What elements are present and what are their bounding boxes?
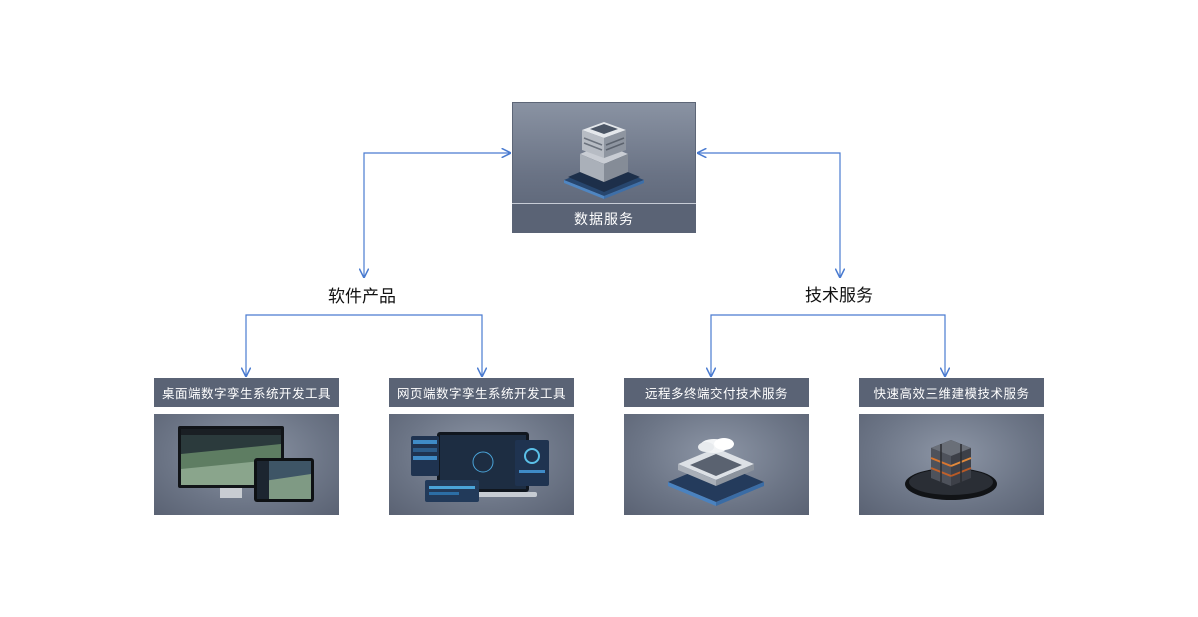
leaf-image-remote-delivery (624, 414, 809, 515)
connector-center-right (698, 153, 840, 277)
cloud-chip-icon (668, 438, 764, 506)
leaf-image-3d-modeling (859, 414, 1044, 515)
data-service-card: 数据服务 (512, 102, 696, 233)
leaf-image-desktop-tool (154, 414, 339, 515)
leaf-title-3d-modeling: 快速高效三维建模技术服务 (859, 378, 1044, 407)
server-icon (564, 122, 644, 199)
leaf-image-web-tool (389, 414, 574, 515)
leaf-title-remote-delivery: 远程多终端交付技术服务 (624, 378, 809, 407)
connector-right-bracket (711, 314, 945, 376)
web-dashboard-icon (411, 432, 549, 502)
group-title-software: 软件产品 (328, 287, 396, 307)
data-service-label: 数据服务 (512, 204, 696, 233)
desktop-monitor-icon (178, 426, 314, 502)
card-divider (512, 203, 696, 204)
connector-center-left (364, 153, 510, 277)
leaf-title-desktop-tool: 桌面端数字孪生系统开发工具 (154, 378, 339, 407)
3d-model-icon (905, 440, 997, 500)
connector-left-bracket (246, 314, 482, 376)
leaf-title-web-tool: 网页端数字孪生系统开发工具 (389, 378, 574, 407)
group-title-tech-service: 技术服务 (805, 286, 873, 306)
